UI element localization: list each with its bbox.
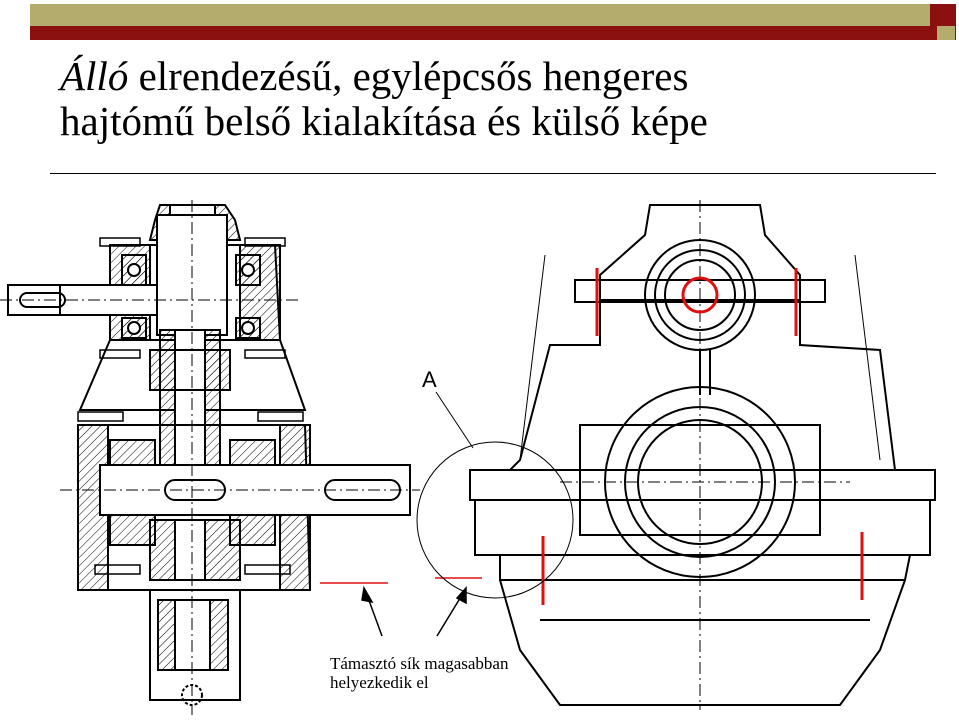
sectional-view — [0, 200, 420, 715]
title-line1-rest: elrendezésű, egylépcsős hengeres — [128, 53, 689, 99]
title-divider — [50, 173, 936, 174]
detail-label-a: A — [422, 367, 437, 392]
header-corner-inner — [937, 26, 955, 40]
detail-circle-a — [416, 441, 574, 599]
caption-line-2: helyezkedik el — [330, 673, 429, 692]
caption-line-1: Támasztó sík magasabban — [330, 654, 509, 673]
detail-leader-a — [435, 391, 474, 449]
external-view — [469, 200, 936, 710]
header-accent-bar — [30, 4, 930, 26]
title-line2: hajtómű belső kialakítása és külső képe — [60, 98, 708, 144]
title-italic-word: Álló — [60, 53, 129, 99]
caption-arrows — [361, 585, 467, 637]
slide-title: Álló elrendezésű, egylépcsős hengeres ha… — [60, 54, 708, 144]
header-accent-bar-dark — [30, 26, 930, 40]
red-highlight-marks — [320, 268, 864, 605]
caption: Támasztó sík magasabban helyezkedik el — [330, 654, 508, 692]
